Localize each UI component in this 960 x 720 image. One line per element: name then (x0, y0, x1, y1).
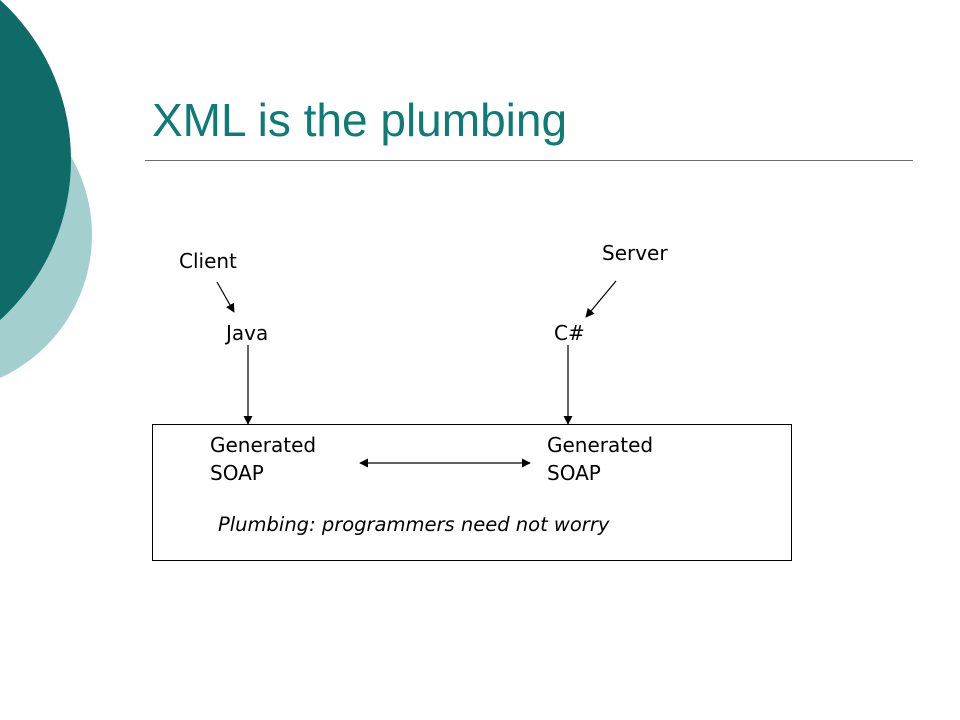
plumbing-note: Plumbing: programmers need not worry (218, 513, 610, 536)
dark-teal-circle (0, 0, 71, 321)
left-generated-soap-line1: Generated (210, 433, 317, 457)
plumbing-box (152, 424, 792, 561)
server-label: Server (602, 241, 668, 265)
slide-title: XML is the plumbing (152, 94, 568, 146)
client-to-java-arrow (216, 281, 235, 313)
client-label: Client (179, 249, 237, 273)
right-generated-soap-line2: SOAP (547, 461, 601, 485)
server-language-label: C# (554, 321, 585, 345)
server-to-csharp-arrow (585, 280, 617, 318)
client-language-label: Java (226, 321, 269, 345)
right-generated-soap-line1: Generated (547, 433, 654, 457)
title-divider (145, 160, 913, 161)
left-generated-soap-line2: SOAP (210, 461, 264, 485)
